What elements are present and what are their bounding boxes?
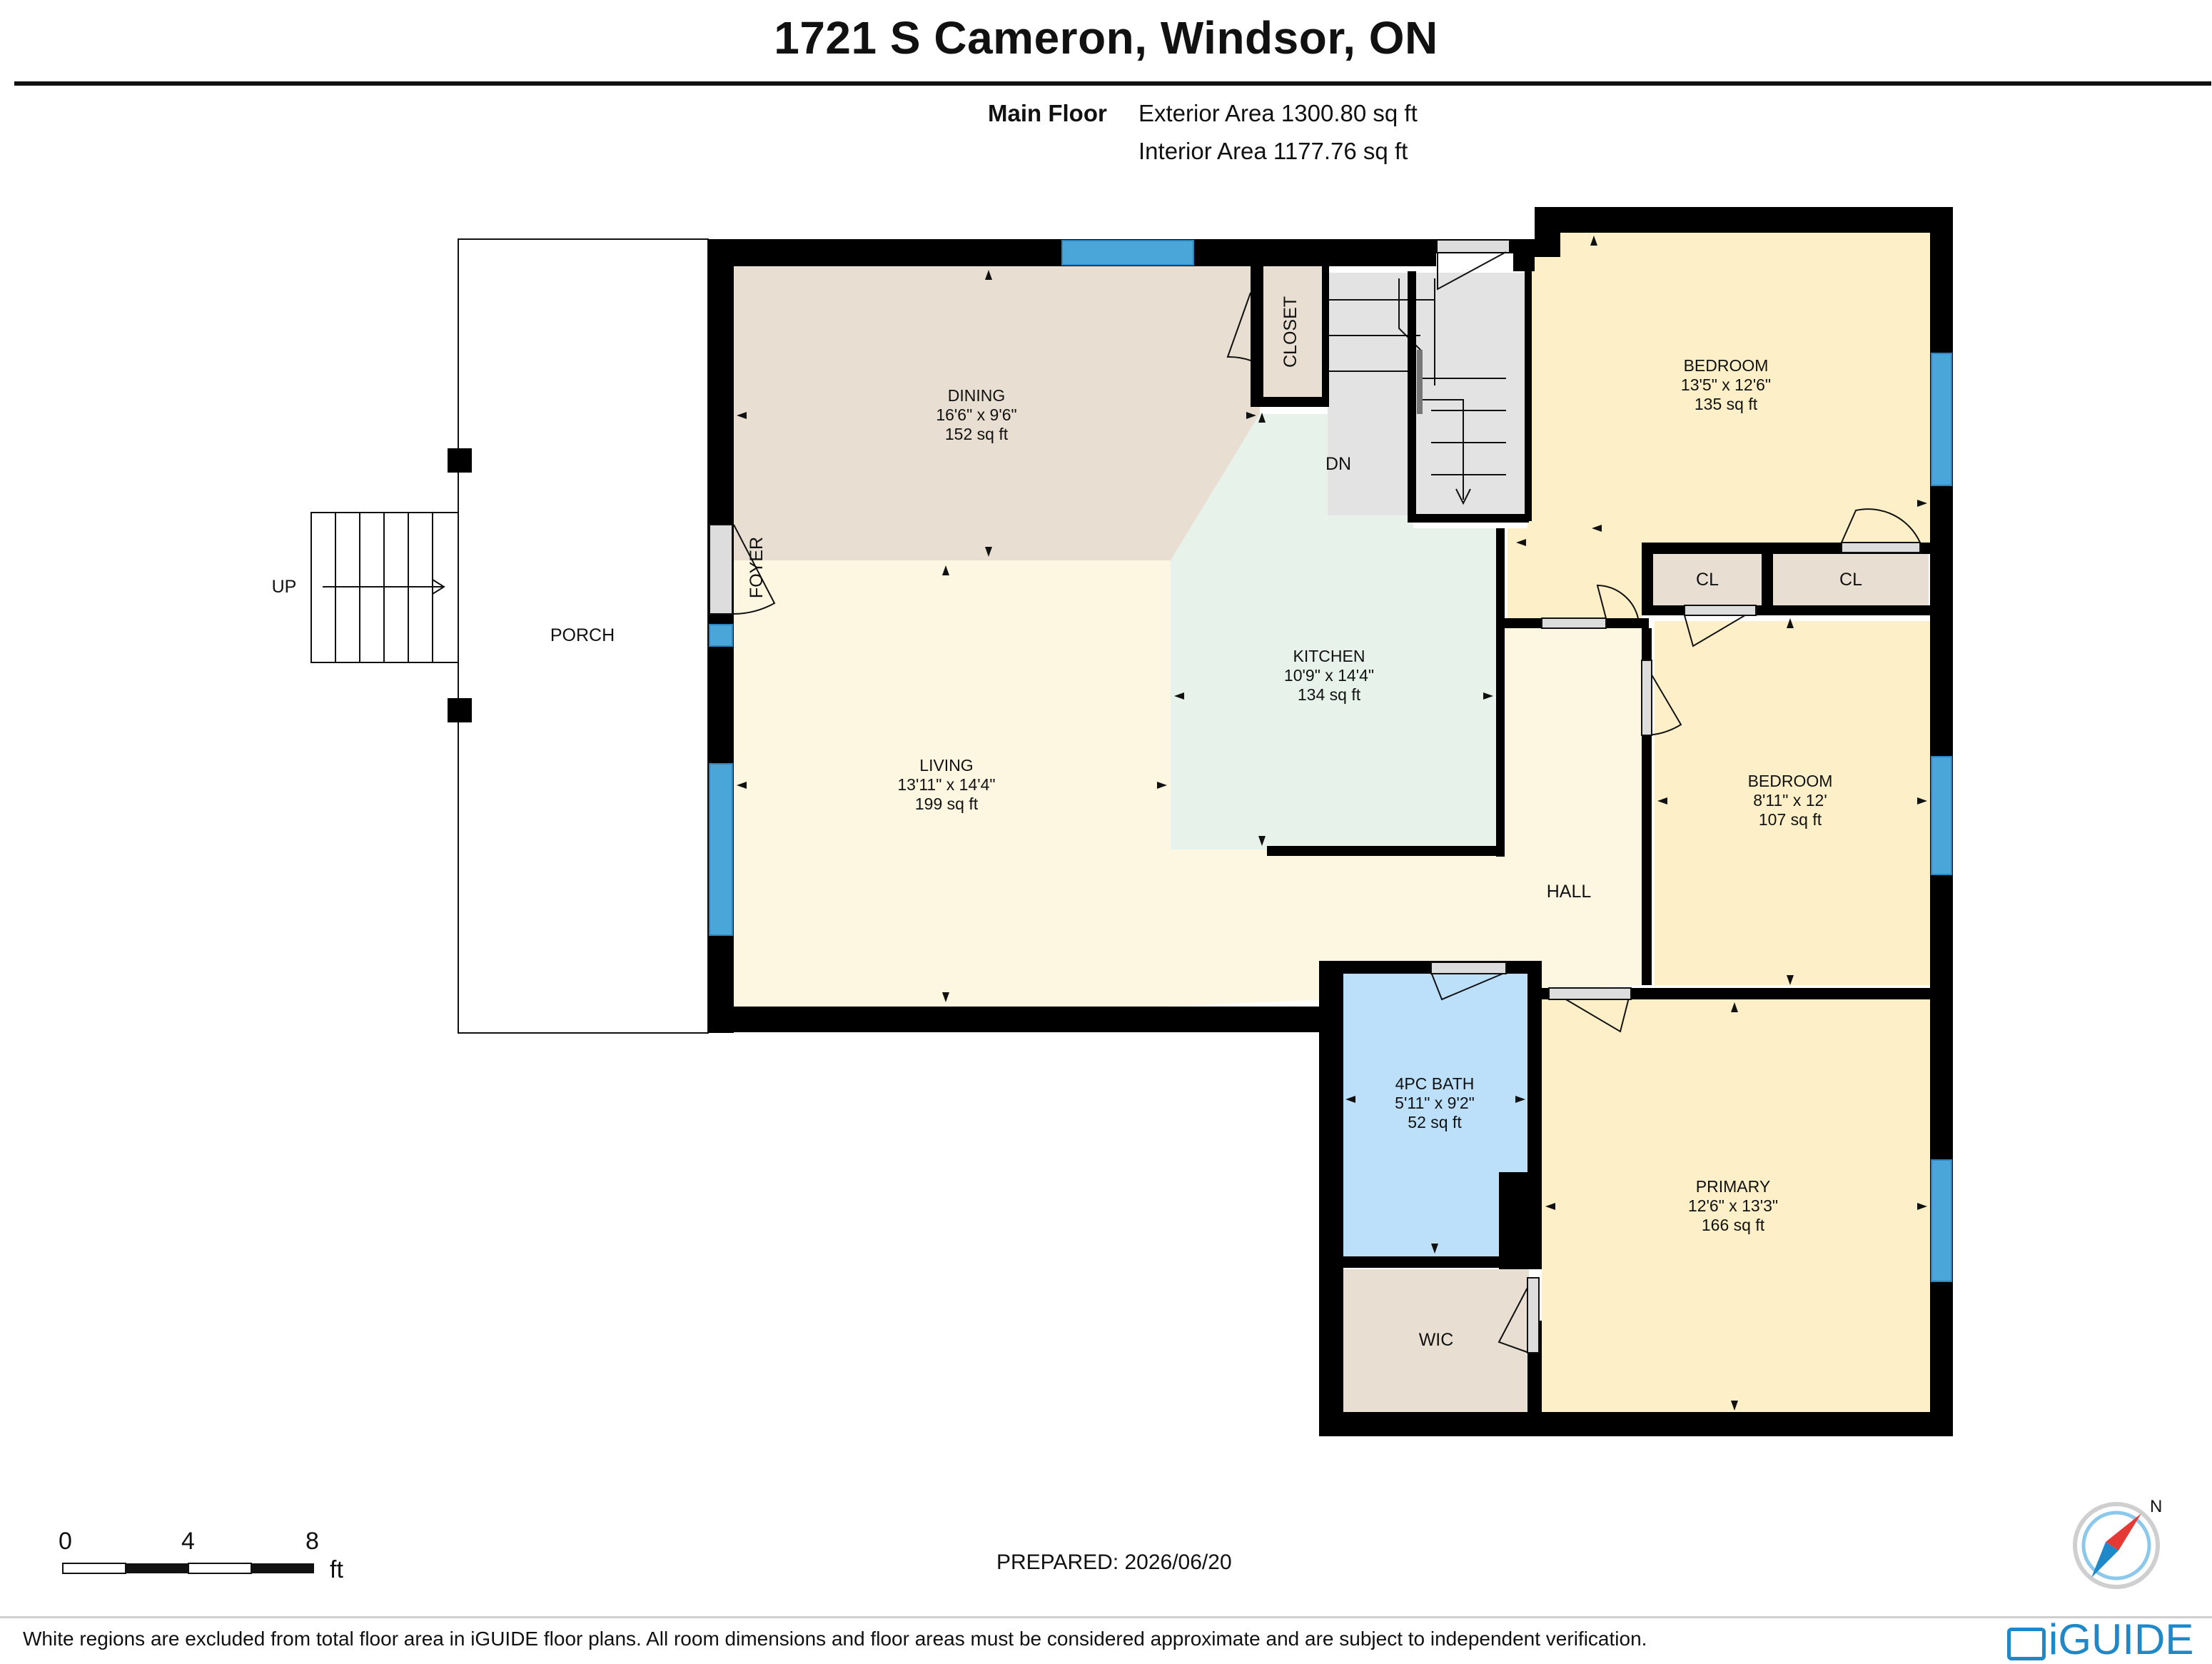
page-title: 1721 S Cameron, Windsor, ON xyxy=(774,12,1438,64)
foyer-label: FOYER xyxy=(747,537,767,598)
wic-door-swing xyxy=(1498,1284,1530,1353)
primary-door-swing xyxy=(1548,989,1632,1033)
scale-4: 4 xyxy=(181,1528,195,1555)
prepared-date: PREPARED: 2026/06/20 xyxy=(996,1550,1232,1574)
compass-icon: N xyxy=(2073,1497,2162,1589)
dining-floor xyxy=(734,266,1260,560)
porch-post-top xyxy=(448,448,472,473)
cl2-label: CL xyxy=(1839,570,1862,590)
bath-area: 52 sq ft xyxy=(1408,1113,1462,1131)
exterior-area: Exterior Area 1300.80 sq ft xyxy=(1138,100,1418,126)
wic-label: WIC xyxy=(1419,1330,1454,1350)
kitchen-label: KITCHEN 10'9" x 14'4" 134 sq ft xyxy=(1284,647,1374,704)
footer-divider xyxy=(0,1616,2212,1618)
dn-label: DN xyxy=(1325,454,1351,474)
measure-arrows xyxy=(737,236,1927,1411)
bedroom2-name: BEDROOM xyxy=(1748,772,1833,790)
hall-label: HALL xyxy=(1547,882,1592,902)
living-floor xyxy=(734,560,1171,1007)
bath-label: 4PC BATH 5'11" x 9'2" 52 sq ft xyxy=(1395,1074,1475,1131)
closet-floor xyxy=(1263,266,1322,401)
closet-label: CLOSET xyxy=(1281,296,1301,368)
living-area: 199 sq ft xyxy=(915,795,979,813)
bedroom1-floor xyxy=(1508,232,1931,621)
dining-label: DINING 16'6" x 9'6" 152 sq ft xyxy=(936,386,1016,443)
bedroom1b-door-swing xyxy=(1841,508,1921,543)
hall-upper-floor xyxy=(1508,628,1642,985)
scale-8: 8 xyxy=(305,1528,319,1555)
bedroom1-door-swing xyxy=(1596,584,1639,619)
bedroom1-label: BEDROOM 13'5" x 12'6" 135 sq ft xyxy=(1681,356,1771,413)
primary-name: PRIMARY xyxy=(1696,1177,1770,1196)
primary-floor xyxy=(1542,999,1931,1413)
bath-door-swing xyxy=(1430,972,1507,1001)
cl2-floor xyxy=(1773,554,1929,605)
interior-stairs xyxy=(1328,278,1506,505)
compass-north: N xyxy=(2150,1497,2162,1516)
kitchen-floor xyxy=(1171,414,1499,849)
dining-area: 152 sq ft xyxy=(945,425,1009,443)
primary-label: PRIMARY 12'6" x 13'3" 166 sq ft xyxy=(1688,1177,1778,1234)
porch-post-bottom xyxy=(448,698,472,722)
cl1-door-swing xyxy=(1684,606,1760,647)
front-door-opening xyxy=(709,524,733,615)
kitchen-area: 134 sq ft xyxy=(1298,685,1361,704)
floor-name: Main Floor xyxy=(988,100,1107,126)
up-label: UP xyxy=(272,577,297,597)
bedroom2-area: 107 sq ft xyxy=(1759,810,1822,829)
stair-door-swing xyxy=(1437,251,1507,291)
bath-floor xyxy=(1342,972,1529,1258)
interior-area: Interior Area 1177.76 sq ft xyxy=(1138,138,1408,164)
bath-dims: 5'11" x 9'2" xyxy=(1395,1094,1475,1112)
window-living xyxy=(709,763,733,936)
window-bedroom1 xyxy=(1931,353,1952,486)
wic-floor xyxy=(1342,1269,1529,1412)
footer-disclaimer: White regions are excluded from total fl… xyxy=(23,1628,1647,1650)
scale-bar xyxy=(62,1563,314,1574)
scale-0: 0 xyxy=(59,1528,72,1555)
dining-name: DINING xyxy=(948,386,1006,405)
scale-unit: ft xyxy=(330,1556,343,1583)
windows xyxy=(709,240,1952,1282)
bedroom1-name: BEDROOM xyxy=(1684,356,1769,375)
doors xyxy=(709,241,1921,1353)
window-bedroom2 xyxy=(1931,756,1952,875)
bedroom1-area: 135 sq ft xyxy=(1695,395,1758,413)
stair-well xyxy=(1328,273,1531,515)
primary-dims: 12'6" x 13'3" xyxy=(1688,1196,1778,1215)
dining-dims: 16'6" x 9'6" xyxy=(936,405,1016,424)
bath-name: 4PC BATH xyxy=(1395,1074,1475,1093)
cl1-floor xyxy=(1653,554,1762,605)
exterior-steps xyxy=(310,512,459,663)
iguide-logo-icon xyxy=(2007,1628,2046,1660)
living-label: LIVING 13'11" x 14'4" 199 sq ft xyxy=(897,756,995,813)
iguide-logo: iGUIDE xyxy=(2049,1615,2194,1663)
bedroom2-floor xyxy=(1655,621,1931,985)
bedroom1-dims: 13'5" x 12'6" xyxy=(1681,375,1771,394)
window-foyer xyxy=(709,624,733,647)
living-dims: 13'11" x 14'4" xyxy=(897,775,995,794)
porch xyxy=(458,238,709,1034)
primary-area: 166 sq ft xyxy=(1702,1216,1765,1234)
window-primary xyxy=(1931,1159,1952,1282)
kitchen-dims: 10'9" x 14'4" xyxy=(1284,666,1374,685)
kitchen-name: KITCHEN xyxy=(1293,647,1365,665)
front-door-swing xyxy=(733,524,776,615)
window-dining xyxy=(1061,240,1194,266)
cl1-label: CL xyxy=(1696,570,1719,590)
porch-label: PORCH xyxy=(550,625,615,645)
title-divider xyxy=(14,81,2211,86)
bedroom2-dims: 8'11" x 12' xyxy=(1753,791,1827,810)
living-name: LIVING xyxy=(919,756,973,775)
bedroom2-label: BEDROOM 8'11" x 12' 107 sq ft xyxy=(1748,772,1833,829)
closet-door-swing xyxy=(1226,292,1251,361)
